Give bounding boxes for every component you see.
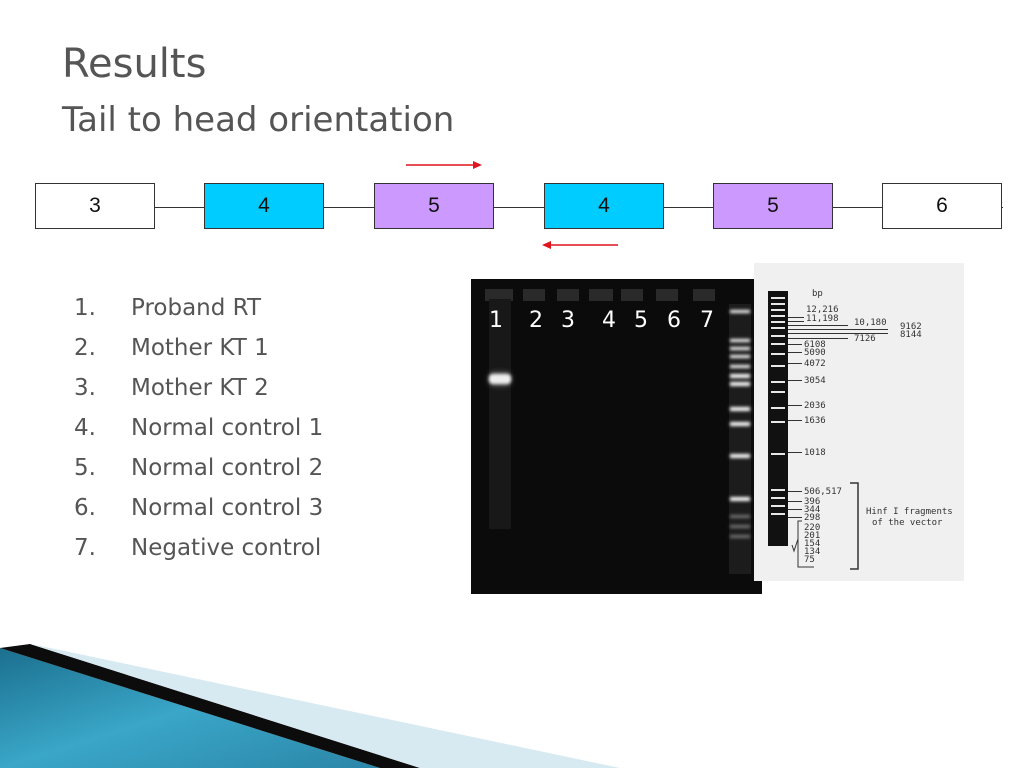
decorative-swoosh xyxy=(0,644,620,768)
ladder-mark xyxy=(788,363,802,364)
ladder-size-label: 8144 xyxy=(900,330,922,340)
ladder-size-label: 12,216 xyxy=(806,305,839,315)
list-item: 2.Mother KT 1 xyxy=(74,335,269,361)
ladder-mark xyxy=(788,333,888,334)
exon-box-3: 5 xyxy=(374,183,494,229)
lane-label-7: 7 xyxy=(700,308,714,333)
ladder-mark xyxy=(788,491,802,492)
lane-label-2: 2 xyxy=(529,308,543,333)
ladder-mark xyxy=(788,352,802,353)
gel-bands xyxy=(485,289,751,574)
ladder-mark xyxy=(788,452,802,453)
reverse-primer-arrow xyxy=(542,241,618,249)
dna-ladder-panel: bp 12,216 11,198 10,180 9162 8144 7126 6… xyxy=(754,263,964,581)
ladder-size-label: 506,517 xyxy=(804,487,842,497)
ladder-size-label: 298 xyxy=(804,513,821,523)
lane-label-6: 6 xyxy=(667,308,681,333)
list-item: 4.Normal control 1 xyxy=(74,415,324,441)
list-item: 5.Normal control 2 xyxy=(74,455,324,481)
exon-box-2: 4 xyxy=(204,183,324,229)
ladder-mark xyxy=(788,405,802,406)
exon-diagram: 3 4 5 4 5 6 xyxy=(35,183,1003,231)
ladder-size-label: 75 xyxy=(804,555,815,565)
list-item: 1.Proband RT xyxy=(74,295,262,321)
exon-box-6: 6 xyxy=(882,183,1002,229)
ladder-size-label: 2036 xyxy=(804,401,826,411)
ladder-size-label: 1636 xyxy=(804,416,826,426)
ladder-size-label: 5090 xyxy=(804,348,826,358)
intron-line xyxy=(35,207,1003,208)
ladder-strip xyxy=(768,291,788,546)
ladder-size-label: 7126 xyxy=(854,334,876,344)
list-item: 7.Negative control xyxy=(74,535,322,561)
ladder-size-label: 10,180 xyxy=(854,318,887,328)
ladder-mark xyxy=(788,517,802,518)
ladder-size-label: 6108 xyxy=(804,340,826,350)
ladder-size-label: 344 xyxy=(804,505,821,515)
ladder-mark xyxy=(788,317,804,318)
exon-box-4: 4 xyxy=(544,183,664,229)
ladder-strip-bands xyxy=(771,297,785,515)
exon-box-5: 5 xyxy=(713,183,833,229)
lane-label-3: 3 xyxy=(561,308,575,333)
hinf-fragment-note: Hinf I fragments xyxy=(866,507,953,517)
forward-primer-arrow xyxy=(406,161,482,169)
gel-image xyxy=(471,279,762,594)
ladder-mark xyxy=(788,329,888,330)
slide-subtitle: Tail to head orientation xyxy=(62,100,455,140)
ladder-unit: bp xyxy=(812,289,823,299)
ladder-mark xyxy=(788,501,802,502)
ladder-size-label: 154 xyxy=(804,539,821,549)
ladder-size-label: 9162 xyxy=(900,322,922,332)
ladder-size-label: 134 xyxy=(804,547,821,557)
ladder-size-label: 3054 xyxy=(804,376,826,386)
ladder-mark xyxy=(788,338,848,339)
ladder-mark xyxy=(788,325,848,326)
ladder-size-label: 4072 xyxy=(804,359,826,369)
ladder-mark xyxy=(788,509,802,510)
ladder-mark xyxy=(788,380,802,381)
lane-label-1: 1 xyxy=(489,308,503,333)
lane-label-5: 5 xyxy=(634,308,648,333)
list-item: 6.Normal control 3 xyxy=(74,495,324,521)
ladder-mark xyxy=(788,321,804,322)
ladder-mark xyxy=(788,344,802,345)
ladder-size-label: 1018 xyxy=(804,448,826,458)
ladder-size-label: 396 xyxy=(804,497,821,507)
lane-label-4: 4 xyxy=(602,308,616,333)
ladder-size-label: 11,198 xyxy=(806,314,839,324)
ladder-brackets xyxy=(791,482,859,570)
sample-list: 1.Proband RT 2.Mother KT 1 3.Mother KT 2… xyxy=(74,288,323,568)
list-item: 3.Mother KT 2 xyxy=(74,375,269,401)
ladder-size-label: 220 xyxy=(804,523,821,533)
hinf-fragment-note-2: of the vector xyxy=(872,518,943,528)
gel-lane-labels: 1 2 3 4 5 6 7 xyxy=(471,307,762,335)
slide-title: Results xyxy=(62,41,207,87)
exon-box-1: 3 xyxy=(35,183,155,229)
ladder-size-label: 201 xyxy=(804,531,821,541)
ladder-mark xyxy=(788,420,802,421)
